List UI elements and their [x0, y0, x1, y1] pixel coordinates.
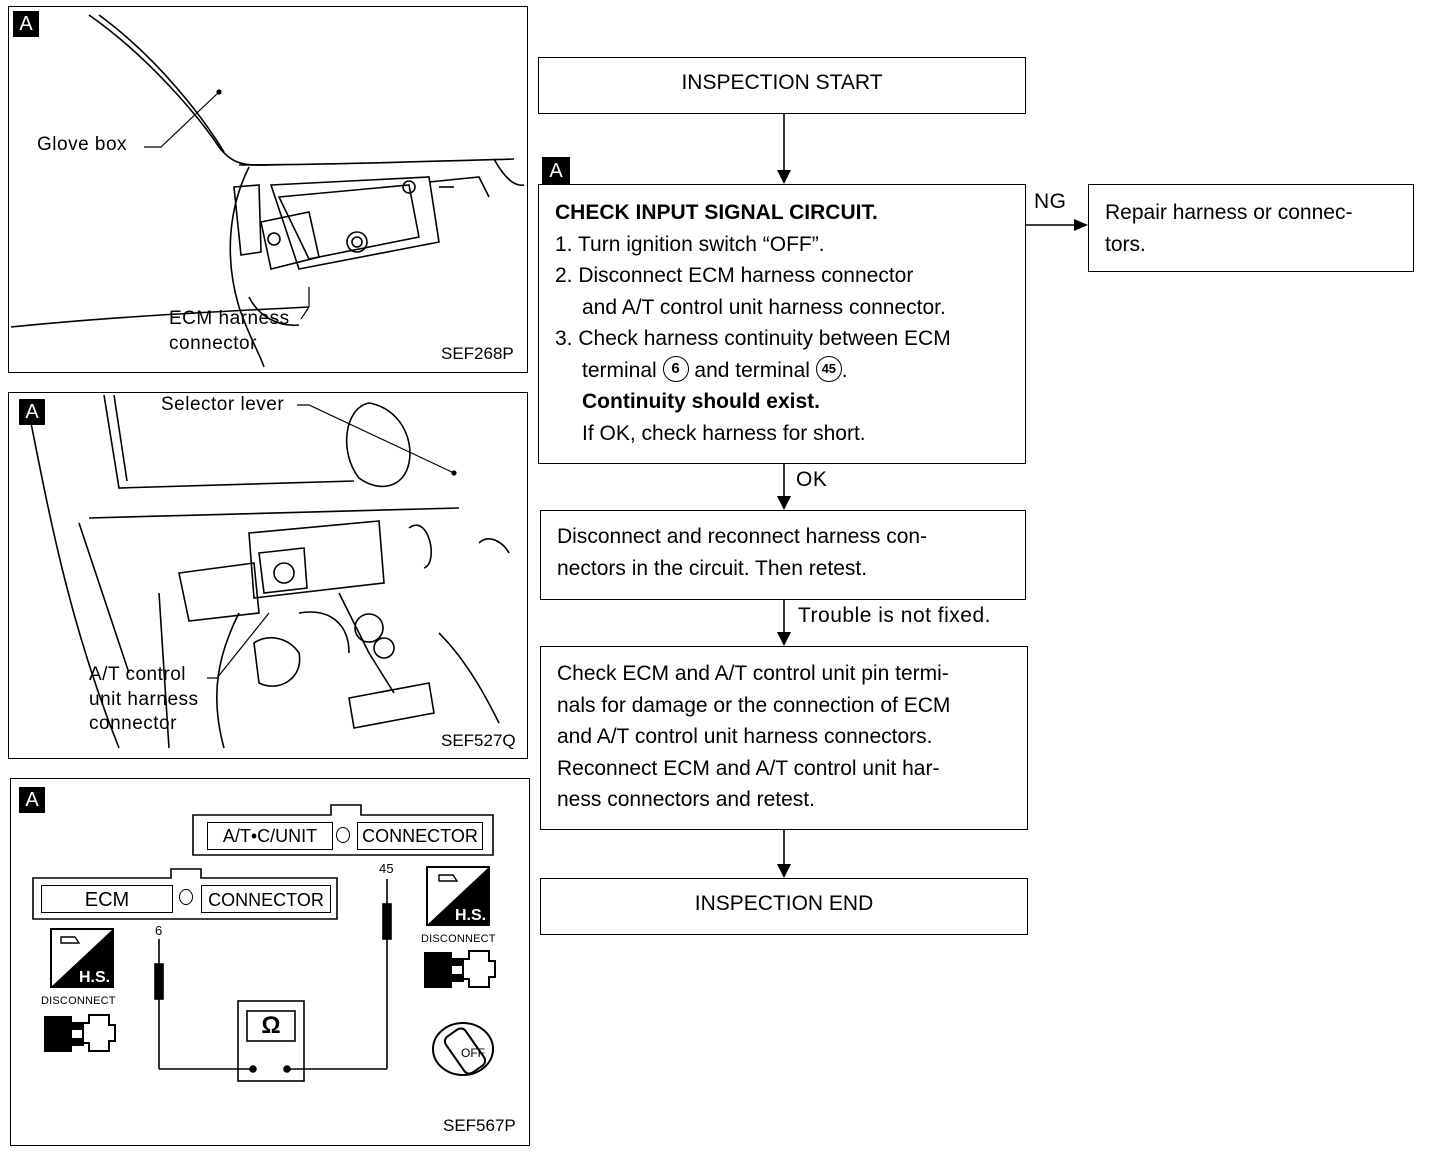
step-a-tag: A — [542, 157, 570, 185]
if-ok-text: If OK, check harness for short. — [582, 421, 866, 445]
step-a-tag: A — [19, 787, 45, 813]
hs-icon-left: H.S. — [50, 928, 114, 988]
check-step-2b: and A/T control unit harness connector. — [582, 295, 946, 319]
svg-text:H.S.: H.S. — [455, 907, 486, 924]
glove-box-label: Glove box — [37, 134, 128, 155]
pins-line-1: Check ECM and A/T control unit pin termi… — [557, 662, 949, 685]
pins-line-2: nals for damage or the connection of ECM — [557, 693, 951, 717]
disconnect-icon-left — [44, 1014, 116, 1052]
ecm-connector-right-cell: CONNECTOR — [201, 885, 331, 913]
inspection-start-text: INSPECTION START — [681, 71, 883, 94]
at-harness-label-2: unit harness — [89, 689, 199, 710]
ecm-harness-label-1: ECM harness — [169, 308, 290, 329]
repair-harness-box: Repair harness or connec- tors. — [1088, 184, 1414, 272]
pins-line-5: ness connectors and retest. — [557, 788, 815, 811]
terminal-45-badge: 45 — [815, 355, 842, 382]
at-harness-label-3: connector — [89, 713, 177, 734]
step-a-tag: A — [19, 399, 45, 425]
check-pins-box: Check ECM and A/T control unit pin termi… — [540, 646, 1028, 830]
at-connector-left-cell: A/T•C/UNIT — [207, 822, 333, 850]
at-connector-lock-circle — [336, 827, 350, 843]
disconnect-label-left: DISCONNECT — [41, 995, 116, 1007]
terminal-6-badge: 6 — [662, 355, 689, 382]
figure-code: SEF268P — [441, 344, 514, 363]
check-step-3b: terminal 6 and terminal 45. — [555, 355, 1025, 387]
ohmmeter-symbol: Ω — [261, 1012, 281, 1039]
check-step-3a: 3. Check harness continuity between ECM — [555, 327, 951, 350]
inspection-start-box: INSPECTION START — [538, 57, 1026, 114]
continuity-circuit-drawing: H.S. H.S. OFF — [32, 804, 496, 1082]
repair-line-1: Repair harness or connec- — [1105, 201, 1353, 224]
step-a-tag: A — [13, 11, 39, 37]
check-step-2a: 2. Disconnect ECM harness connector — [555, 264, 914, 287]
ecm-connector-left-cell: ECM — [41, 885, 173, 913]
disconnect-label-right: DISCONNECT — [421, 933, 496, 945]
inspection-end-box: INSPECTION END — [540, 878, 1028, 935]
continuity-should-exist: Continuity should exist. — [582, 390, 821, 413]
figure-code: SEF527Q — [441, 731, 516, 750]
selector-lever-label: Selector lever — [161, 394, 285, 415]
check-step-1: 1. Turn ignition switch “OFF”. — [555, 232, 825, 256]
svg-text:H.S.: H.S. — [79, 969, 110, 986]
ignition-key-off-icon: OFF — [432, 1022, 494, 1076]
trouble-not-fixed-label: Trouble is not fixed. — [798, 604, 991, 627]
arrowhead — [777, 864, 791, 878]
inspection-end-text: INSPECTION END — [694, 892, 874, 915]
ok-label: OK — [796, 468, 828, 491]
svg-text:OFF: OFF — [461, 1046, 485, 1060]
pin-45-label: 45 — [379, 861, 394, 876]
pins-line-4: Reconnect ECM and A/T control unit har- — [557, 756, 940, 780]
glovebox-drawing — [10, 14, 525, 368]
glovebox-illustration-panel: A Glove box ECM harness connector SEF268… — [8, 6, 528, 373]
hs-icon-right: H.S. — [426, 866, 490, 926]
terminal-text: terminal — [582, 358, 657, 382]
continuity-check-panel: H.S. H.S. OFF A A/T•C/UNIT CONNECTOR ECM… — [10, 778, 530, 1146]
arrowhead — [777, 632, 791, 646]
reconnect-line-1: Disconnect and reconnect harness con- — [557, 525, 928, 548]
arrowhead — [777, 496, 791, 510]
at-connector-right-cell: CONNECTOR — [357, 822, 483, 850]
ecm-harness-label-2: connector — [169, 333, 257, 354]
ecm-connector-lock-circle — [179, 889, 193, 905]
pin-6-label: 6 — [155, 923, 163, 938]
terminal-period: . — [841, 358, 848, 382]
figure-code: SEF567P — [443, 1116, 516, 1135]
selector-drawing — [28, 394, 510, 749]
disconnect-icon-right — [424, 950, 496, 988]
at-harness-label-1: A/T control — [89, 664, 187, 685]
repair-line-2: tors. — [1105, 232, 1146, 256]
check-title: CHECK INPUT SIGNAL CIRCUIT. — [555, 201, 878, 224]
arrowhead — [1074, 219, 1088, 231]
reconnect-box: Disconnect and reconnect harness con- ne… — [540, 510, 1026, 600]
pins-line-3: and A/T control unit harness connectors. — [557, 725, 933, 748]
terminal-and-text: and terminal — [694, 358, 810, 382]
selector-illustration-panel: A Selector lever A/T control unit harnes… — [8, 392, 528, 759]
check-input-signal-box: CHECK INPUT SIGNAL CIRCUIT. 1. Turn igni… — [538, 184, 1026, 464]
reconnect-line-2: nectors in the circuit. Then retest. — [557, 556, 868, 580]
arrowhead — [777, 170, 791, 184]
ng-label: NG — [1034, 190, 1067, 213]
